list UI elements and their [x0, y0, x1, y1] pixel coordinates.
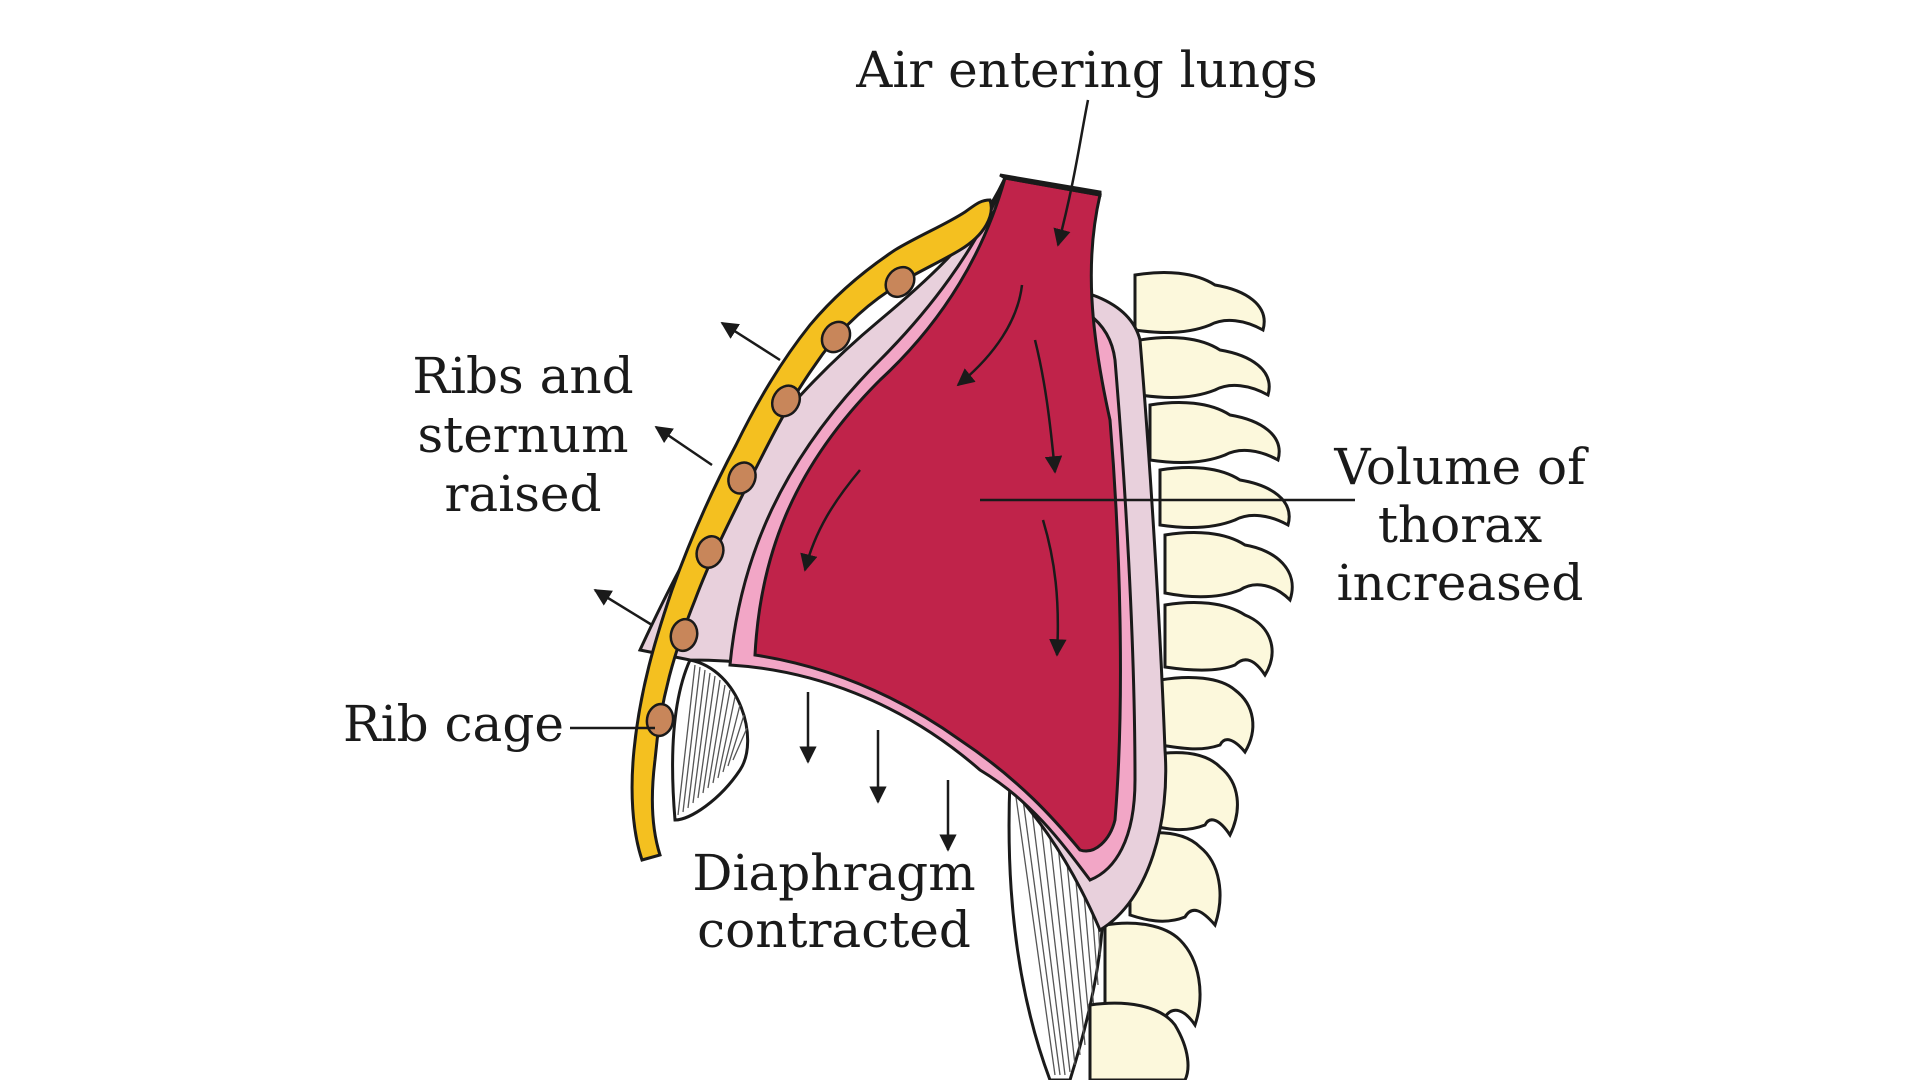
rib-nodule	[695, 535, 725, 569]
label-diaphragm-1: Diaphragm	[692, 844, 975, 902]
rib-nodule	[727, 461, 757, 495]
vertebra	[1163, 530, 1294, 603]
air-arrow	[956, 284, 1024, 387]
vertebra	[1158, 675, 1255, 755]
vertebra	[1163, 600, 1274, 678]
rib-nodule	[820, 320, 852, 354]
air-arrow	[1053, 99, 1090, 247]
label-volume-1: Volume of	[1333, 438, 1589, 496]
diaphragm-down-arrows	[799, 692, 957, 852]
rib-nodules	[645, 265, 916, 738]
label-rib-cage: Rib cage	[343, 695, 564, 753]
air-arrow	[1041, 519, 1067, 657]
vertebra	[1148, 400, 1281, 464]
diaphragm-muscle-front	[671, 658, 750, 822]
rib-nodule	[770, 384, 802, 418]
label-ribs-raised-3: raised	[445, 465, 602, 523]
rib-raise-arrow	[654, 425, 713, 467]
air-arrow	[1033, 339, 1063, 474]
label-ribs-raised-1: Ribs and	[412, 347, 633, 405]
trachea	[999, 173, 1102, 197]
label-volume-2: thorax	[1378, 496, 1542, 554]
vertebra	[1088, 1001, 1190, 1080]
rib-nodule	[669, 617, 699, 653]
air-arrow	[800, 469, 861, 572]
rib-raise-arrow	[593, 588, 653, 627]
label-ribs-raised-2: sternum	[417, 406, 628, 464]
vertebra	[1158, 465, 1291, 529]
label-air-entering: Air entering lungs	[855, 41, 1317, 99]
rib-nodule	[884, 265, 916, 299]
lung	[753, 176, 1122, 853]
label-diaphragm-2: contracted	[697, 901, 971, 959]
rib-raise-arrow	[720, 321, 781, 362]
vertebra	[1138, 335, 1271, 399]
vertebral-column	[1088, 270, 1294, 1080]
air-flow-arrows	[800, 99, 1090, 657]
vertebra	[1148, 751, 1239, 839]
vertebra	[1133, 270, 1266, 334]
label-volume-3: increased	[1337, 554, 1584, 612]
rib-raise-arrows	[593, 321, 781, 627]
